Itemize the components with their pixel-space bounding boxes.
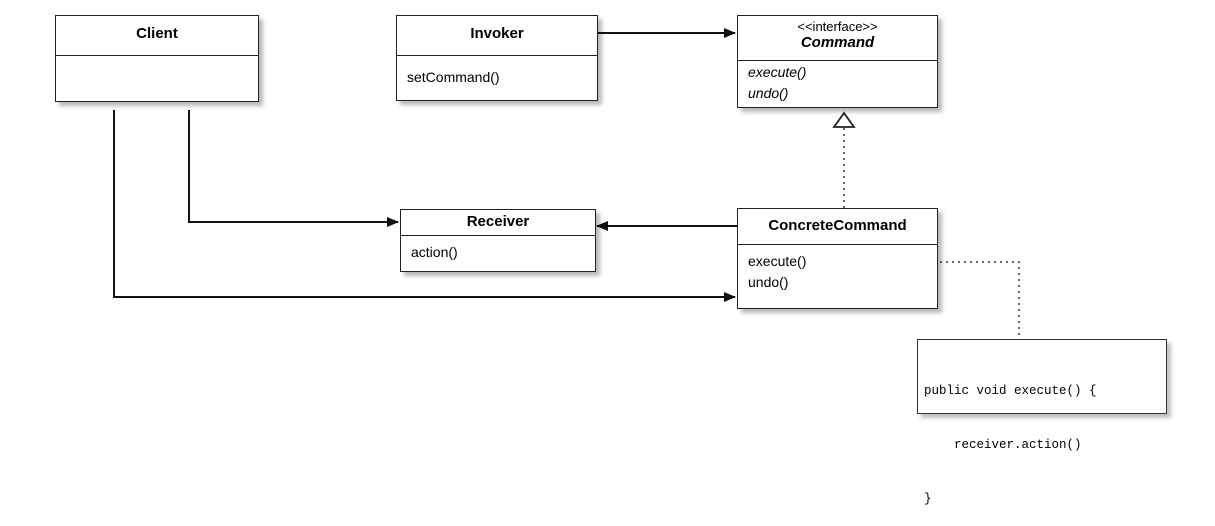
class-client-title: Client <box>56 16 258 56</box>
connector-layer <box>113 28 1020 339</box>
interface-command-header: <<interface>> Command <box>738 16 937 61</box>
class-concretecommand-title: ConcreteCommand <box>738 209 937 245</box>
class-invoker-title: Invoker <box>397 16 597 56</box>
client-to-receiver-association <box>188 110 399 227</box>
class-concretecommand-methods: execute() undo() <box>738 245 937 293</box>
interface-command-methods: execute() undo() <box>738 61 937 104</box>
note-line-3: } <box>924 492 932 506</box>
method-undo: undo() <box>748 274 789 290</box>
class-invoker[interactable]: Invoker setCommand() <box>396 15 598 101</box>
class-invoker-methods: setCommand() <box>397 56 597 88</box>
interface-command-title: Command <box>800 34 875 51</box>
code-note: public void execute() { receiver.action(… <box>917 339 1167 506</box>
note-line-1: public void execute() { <box>924 384 1097 398</box>
method-undo: undo() <box>748 85 789 101</box>
realization-arrowhead <box>832 111 856 128</box>
class-concretecommand[interactable]: ConcreteCommand execute() undo() <box>737 208 938 309</box>
method-setcommand: setCommand() <box>407 69 500 85</box>
note-line-2: receiver.action() <box>924 438 1082 452</box>
class-receiver-methods: action() <box>401 236 595 263</box>
class-client[interactable]: Client <box>55 15 259 102</box>
class-receiver-title: Receiver <box>401 210 595 236</box>
stereotype-label: <<interface>> <box>797 19 878 34</box>
client-to-concretecommand-association <box>113 110 736 302</box>
method-execute: execute() <box>748 64 807 80</box>
method-action: action() <box>411 244 458 260</box>
class-receiver[interactable]: Receiver action() <box>400 209 596 272</box>
method-execute: execute() <box>748 253 807 269</box>
interface-command[interactable]: <<interface>> Command execute() undo() <box>737 15 938 108</box>
